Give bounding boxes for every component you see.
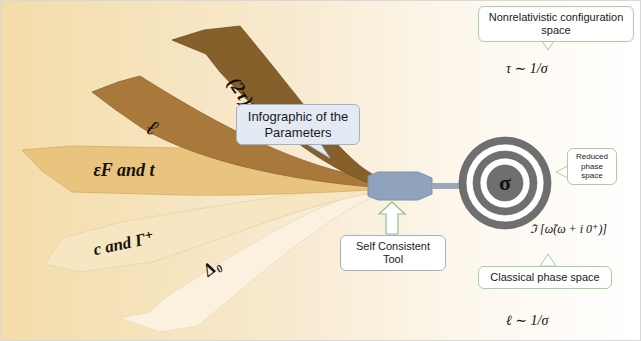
ring xyxy=(459,137,551,229)
callout-text: Classical phase space xyxy=(485,271,605,284)
target-label: σ xyxy=(458,170,552,196)
tool-shape xyxy=(368,172,432,200)
up-arrow xyxy=(379,202,405,234)
callout-box: Nonrelativistic configuration space xyxy=(478,6,634,42)
title-bubble: Infographic of the Parameters xyxy=(236,104,360,145)
callout-text: Reduced phase space xyxy=(570,152,614,181)
ribbon-label: εF and t xyxy=(89,158,159,184)
formula: τ ∼ 1/σ xyxy=(506,60,548,77)
formula: ℓ ∼ 1/σ xyxy=(506,312,548,329)
callout-box: Reduced phase space xyxy=(567,148,617,185)
formula: ℑ [ω̃(ω + i 0⁺)] xyxy=(530,220,607,237)
target: σ xyxy=(458,136,552,230)
callout-tail xyxy=(540,254,556,266)
shaft xyxy=(432,183,462,189)
callout-text: Self Consistent Tool xyxy=(347,240,439,266)
callout-text: Nonrelativistic configuration space xyxy=(485,11,627,37)
ribbon xyxy=(172,26,372,184)
callout-box: Classical phase space xyxy=(478,266,612,289)
ribbon-text: εF and t xyxy=(93,160,155,182)
callout-box: Self Consistent Tool xyxy=(340,235,446,271)
callout-text: Infographic of the Parameters xyxy=(243,109,353,140)
